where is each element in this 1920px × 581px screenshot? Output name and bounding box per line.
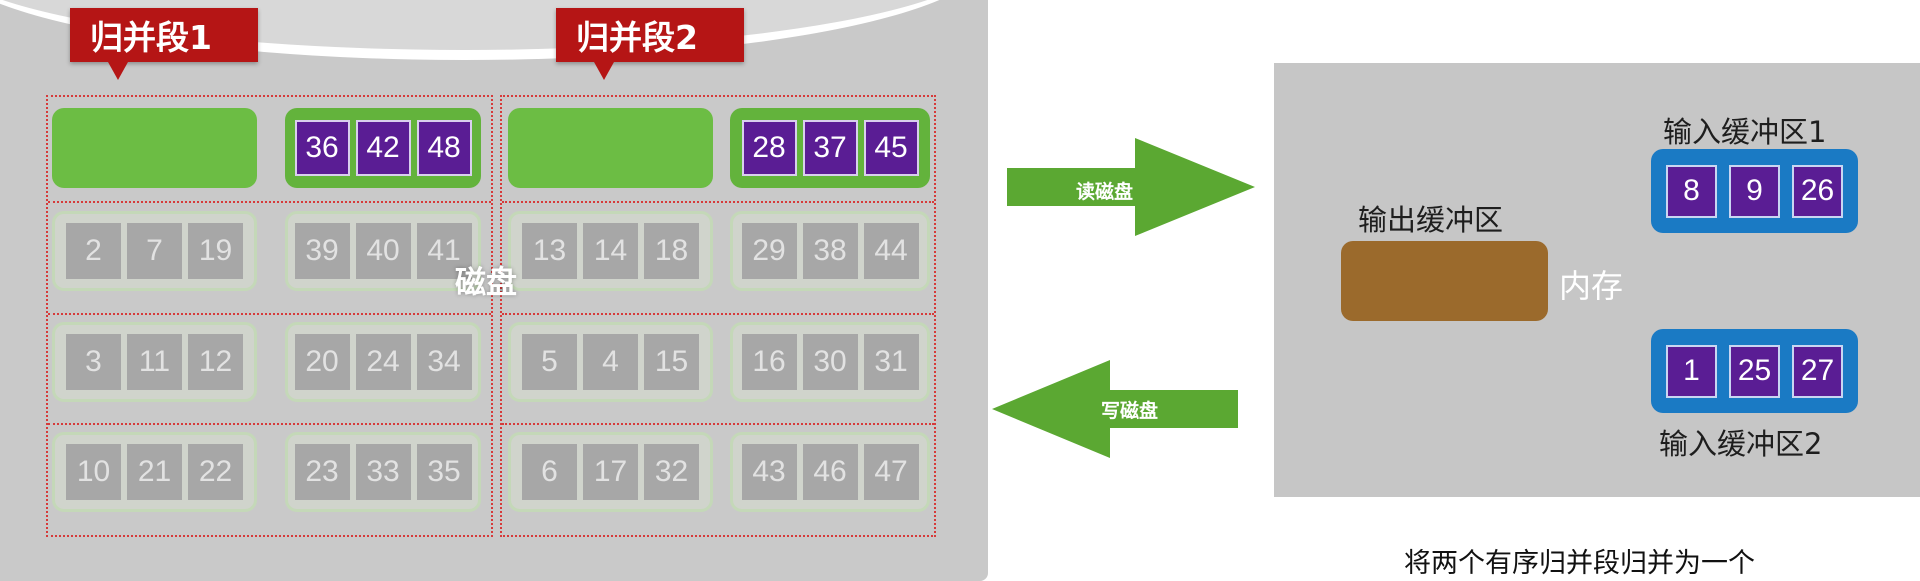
merge-segment-2-tag: 归并段2 xyxy=(556,8,744,80)
row-divider xyxy=(502,423,934,425)
record-cell: 21 xyxy=(127,444,182,500)
row-divider xyxy=(48,423,491,425)
record-cell: 12 xyxy=(188,334,243,390)
merge-segment-1-outline xyxy=(46,95,493,537)
record-cell: 22 xyxy=(188,444,243,500)
record-cell: 38 xyxy=(802,223,858,279)
record-cell: 40 xyxy=(355,223,411,279)
record-cell: 42 xyxy=(355,120,411,176)
record-cell: 4 xyxy=(583,334,638,390)
record-cell: 48 xyxy=(416,120,472,176)
record-cell: 17 xyxy=(583,444,638,500)
disk-block xyxy=(52,108,257,188)
record-cell: 36 xyxy=(294,120,350,176)
merge-segment-1-tag: 归并段1 xyxy=(70,8,258,80)
record-cell: 14 xyxy=(583,223,638,279)
record-cell: 29 xyxy=(741,223,797,279)
record-cell: 1 xyxy=(1666,344,1717,398)
merge-segment-1-tag-label: 归并段1 xyxy=(90,18,212,57)
record-cell: 9 xyxy=(1729,164,1780,218)
record-cell: 43 xyxy=(741,444,797,500)
input-buffer-2: 1 25 27 xyxy=(1651,329,1858,413)
record-cell: 3 xyxy=(66,334,121,390)
write-disk-label: 写磁盘 xyxy=(1101,400,1159,422)
row-divider xyxy=(48,313,491,315)
record-cell: 34 xyxy=(416,334,472,390)
record-cell: 46 xyxy=(802,444,858,500)
record-cell: 18 xyxy=(644,223,699,279)
input-buffer-2-label: 输入缓冲区2 xyxy=(1659,427,1823,461)
record-cell: 41 xyxy=(416,223,472,279)
record-cell: 39 xyxy=(294,223,350,279)
record-cell: 11 xyxy=(127,334,182,390)
record-cell: 31 xyxy=(863,334,919,390)
left-arrow-icon xyxy=(992,360,1238,458)
read-disk-label: 读磁盘 xyxy=(1076,181,1134,203)
record-cell: 47 xyxy=(863,444,919,500)
record-cell: 7 xyxy=(127,223,182,279)
record-cell: 19 xyxy=(188,223,243,279)
record-cell: 8 xyxy=(1666,164,1717,218)
record-cell: 26 xyxy=(1792,164,1843,218)
record-cell: 15 xyxy=(644,334,699,390)
record-cell: 6 xyxy=(522,444,577,500)
output-buffer xyxy=(1341,241,1548,321)
input-buffer-1: 8 9 26 xyxy=(1651,149,1858,233)
record-cell: 33 xyxy=(355,444,411,500)
disk-label: 磁盘 xyxy=(455,265,517,301)
record-cell: 44 xyxy=(863,223,919,279)
record-cell: 2 xyxy=(66,223,121,279)
record-cell: 27 xyxy=(1792,344,1843,398)
memory-label: 内存 xyxy=(1559,267,1624,305)
record-cell: 16 xyxy=(741,334,797,390)
output-buffer-label: 输出缓冲区 xyxy=(1358,203,1504,237)
merge-segment-2-outline xyxy=(500,95,936,537)
disk-block xyxy=(508,108,713,188)
row-divider xyxy=(502,313,934,315)
record-cell: 23 xyxy=(294,444,350,500)
record-cell: 13 xyxy=(522,223,577,279)
record-cell: 32 xyxy=(644,444,699,500)
record-cell: 35 xyxy=(416,444,472,500)
write-disk-arrow xyxy=(992,360,1238,458)
record-cell: 20 xyxy=(294,334,350,390)
record-cell: 5 xyxy=(522,334,577,390)
record-cell: 24 xyxy=(355,334,411,390)
row-divider xyxy=(502,201,934,203)
record-cell: 45 xyxy=(863,120,919,176)
read-disk-arrow xyxy=(1007,138,1255,236)
record-cell: 30 xyxy=(802,334,858,390)
input-buffer-1-label: 输入缓冲区1 xyxy=(1663,115,1827,149)
caption: 将两个有序归并段归并为一个 xyxy=(1404,548,1755,579)
merge-segment-2-tag-label: 归并段2 xyxy=(576,18,698,57)
record-cell: 10 xyxy=(66,444,121,500)
row-divider xyxy=(48,201,491,203)
right-arrow-icon xyxy=(1007,138,1255,236)
record-cell: 28 xyxy=(741,120,797,176)
record-cell: 37 xyxy=(802,120,858,176)
record-cell: 25 xyxy=(1729,344,1780,398)
